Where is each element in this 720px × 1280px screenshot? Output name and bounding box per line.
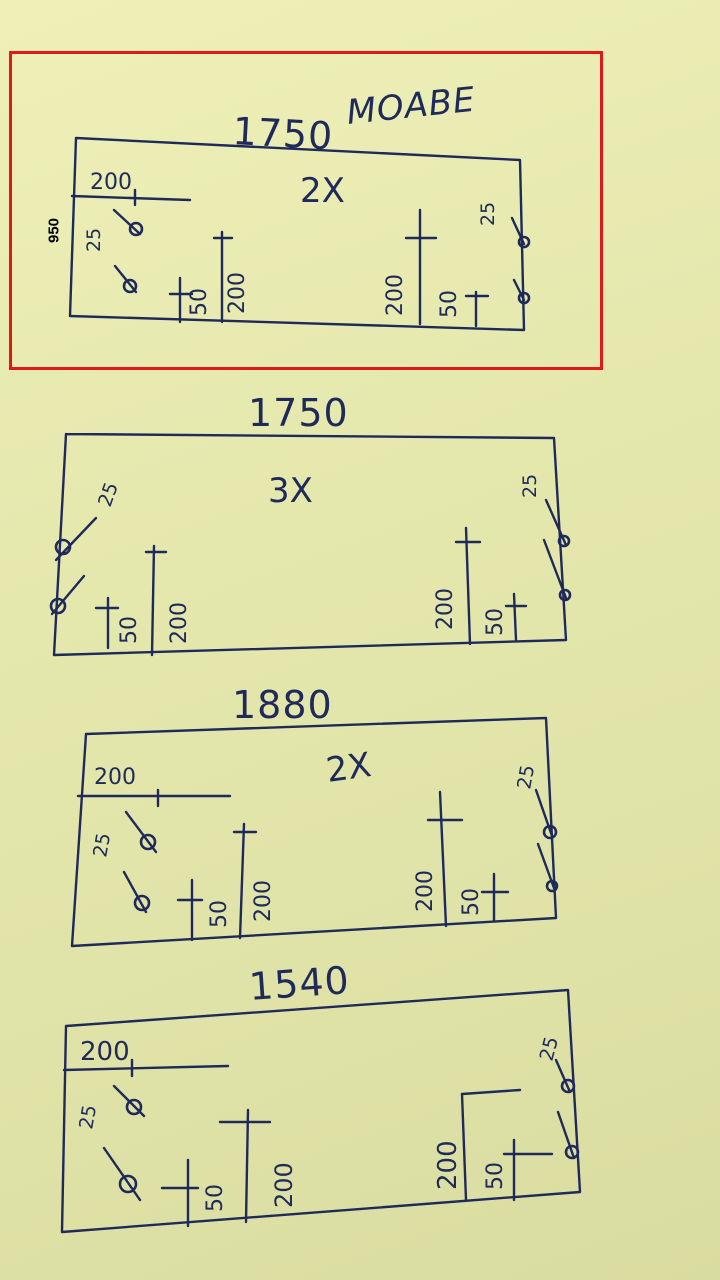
drawing-1: 1750 MOABE 2X 200 25 25 50 200 20	[68, 80, 531, 332]
drawing-4-left-edge: 25	[75, 1103, 101, 1131]
drawing-3-right-mark2: 50	[459, 888, 484, 916]
drawing-3-leader	[124, 810, 158, 854]
highlight-box	[9, 51, 603, 370]
drawing-2-hole	[558, 588, 572, 602]
drawing-3: 1880 2X 200 25 25 50 200 200 50	[70, 683, 559, 948]
drawing-2-mark	[464, 526, 472, 646]
drawing-2-leader	[50, 574, 86, 616]
drawing-1-hole	[128, 221, 144, 237]
drawing-1-left-mark2: 200	[225, 272, 250, 314]
drawing-2-leader	[544, 498, 568, 547]
drawing-1-leader	[112, 208, 142, 236]
drawing-4-leader	[112, 1084, 146, 1118]
drawing-4-right-mark2: 50	[483, 1162, 508, 1190]
drawing-1-leader	[510, 216, 526, 246]
drawing-3-mark	[438, 790, 448, 928]
drawing-4-leader	[554, 1058, 572, 1094]
drawing-4-hole	[125, 1098, 143, 1116]
drawing-1-top-left: 200	[90, 170, 132, 195]
drawing-4-right-mark1: 200	[433, 1140, 463, 1190]
drawing-1-hole	[517, 235, 531, 249]
drawing-4-mark	[244, 1108, 250, 1224]
drawing-3-mark	[238, 822, 246, 940]
drawing-4-top-left-line	[62, 1064, 230, 1072]
drawing-1-width: 1750	[232, 109, 335, 158]
drawing-1-top-left-line	[70, 194, 192, 202]
drawing-1-leader	[512, 278, 526, 302]
drawing-2-mark	[150, 544, 156, 657]
drawing-3-hole	[133, 894, 151, 912]
drawing-1-hole	[517, 291, 531, 305]
drawing-2-right-mark2: 50	[483, 608, 508, 636]
drawing-4-mark	[460, 1088, 522, 1096]
drawing-3-qty: 2X	[324, 745, 374, 791]
drawing-4-width: 1540	[248, 958, 352, 1009]
drawing-3-left-mark1: 50	[207, 900, 232, 928]
side-dimension-label: 950	[45, 217, 63, 244]
drawing-2-leader	[542, 538, 568, 600]
drawing-3-left-mark2: 200	[251, 880, 276, 922]
drawing-1-right-mark2: 50	[437, 290, 462, 318]
drawing-1-leader	[113, 264, 138, 294]
drawing-3-right-mark1: 200	[413, 870, 438, 912]
drawing-2-hole	[557, 534, 571, 548]
drawing-2-qty: 3X	[268, 471, 313, 511]
drawing-4: 1540 200 25 25 50 200 200 50	[60, 958, 582, 1234]
drawing-2-right-edge: 25	[519, 474, 541, 498]
drawing-1-outline	[68, 136, 526, 332]
drawing-1-qty: 2X	[300, 171, 345, 211]
drawing-1-hole	[122, 278, 138, 294]
drawing-2-width: 1750	[248, 391, 349, 435]
drawing-4-left-mark1: 50	[203, 1184, 228, 1212]
drawing-4-leader	[556, 1110, 576, 1160]
drawing-4-hole	[118, 1174, 138, 1194]
drawing-4-leader	[102, 1146, 142, 1202]
drawing-4-left-mark2: 200	[270, 1162, 298, 1208]
drawing-1-right-edge: 25	[477, 202, 499, 226]
drawing-2-right-mark1: 200	[433, 588, 458, 630]
drawing-2-outline	[52, 432, 568, 657]
drawing-2: 1750 3X 25 25 50 200 200 50	[49, 391, 572, 657]
drawing-4-outline	[60, 988, 582, 1234]
drawing-2-hole	[49, 597, 67, 615]
drawing-4-mark	[460, 1092, 468, 1202]
drawing-2-mark	[512, 592, 518, 642]
drawing-2-left-mark1: 50	[117, 616, 142, 644]
drawing-3-width: 1880	[232, 683, 333, 727]
drawing-4-hole	[560, 1078, 576, 1094]
drawing-2-left-edge: 25	[94, 479, 123, 509]
drawing-2-left-mark2: 200	[167, 602, 192, 644]
drawing-3-leader	[536, 842, 556, 890]
drawing-4-hole	[564, 1144, 580, 1160]
drawing-4-top-left: 200	[80, 1037, 130, 1067]
drawing-1-left-edge: 25	[83, 228, 105, 252]
drawing-3-left-edge: 25	[89, 831, 115, 859]
drawing-3-top-left: 200	[94, 765, 136, 790]
drawing-3-hole	[542, 824, 558, 840]
drawing-2-leader	[54, 516, 98, 562]
drawing-1-left-mark1: 50	[187, 288, 212, 316]
drawing-3-leader	[534, 788, 554, 838]
drawing-3-right-edge: 25	[513, 763, 539, 791]
drawing-3-outline	[70, 716, 558, 948]
drawing-3-hole	[139, 833, 157, 851]
drawing-3-leader	[122, 870, 148, 914]
drawing-1-right-mark1: 200	[383, 274, 408, 316]
drawing-4-right-edge: 25	[536, 1034, 564, 1063]
